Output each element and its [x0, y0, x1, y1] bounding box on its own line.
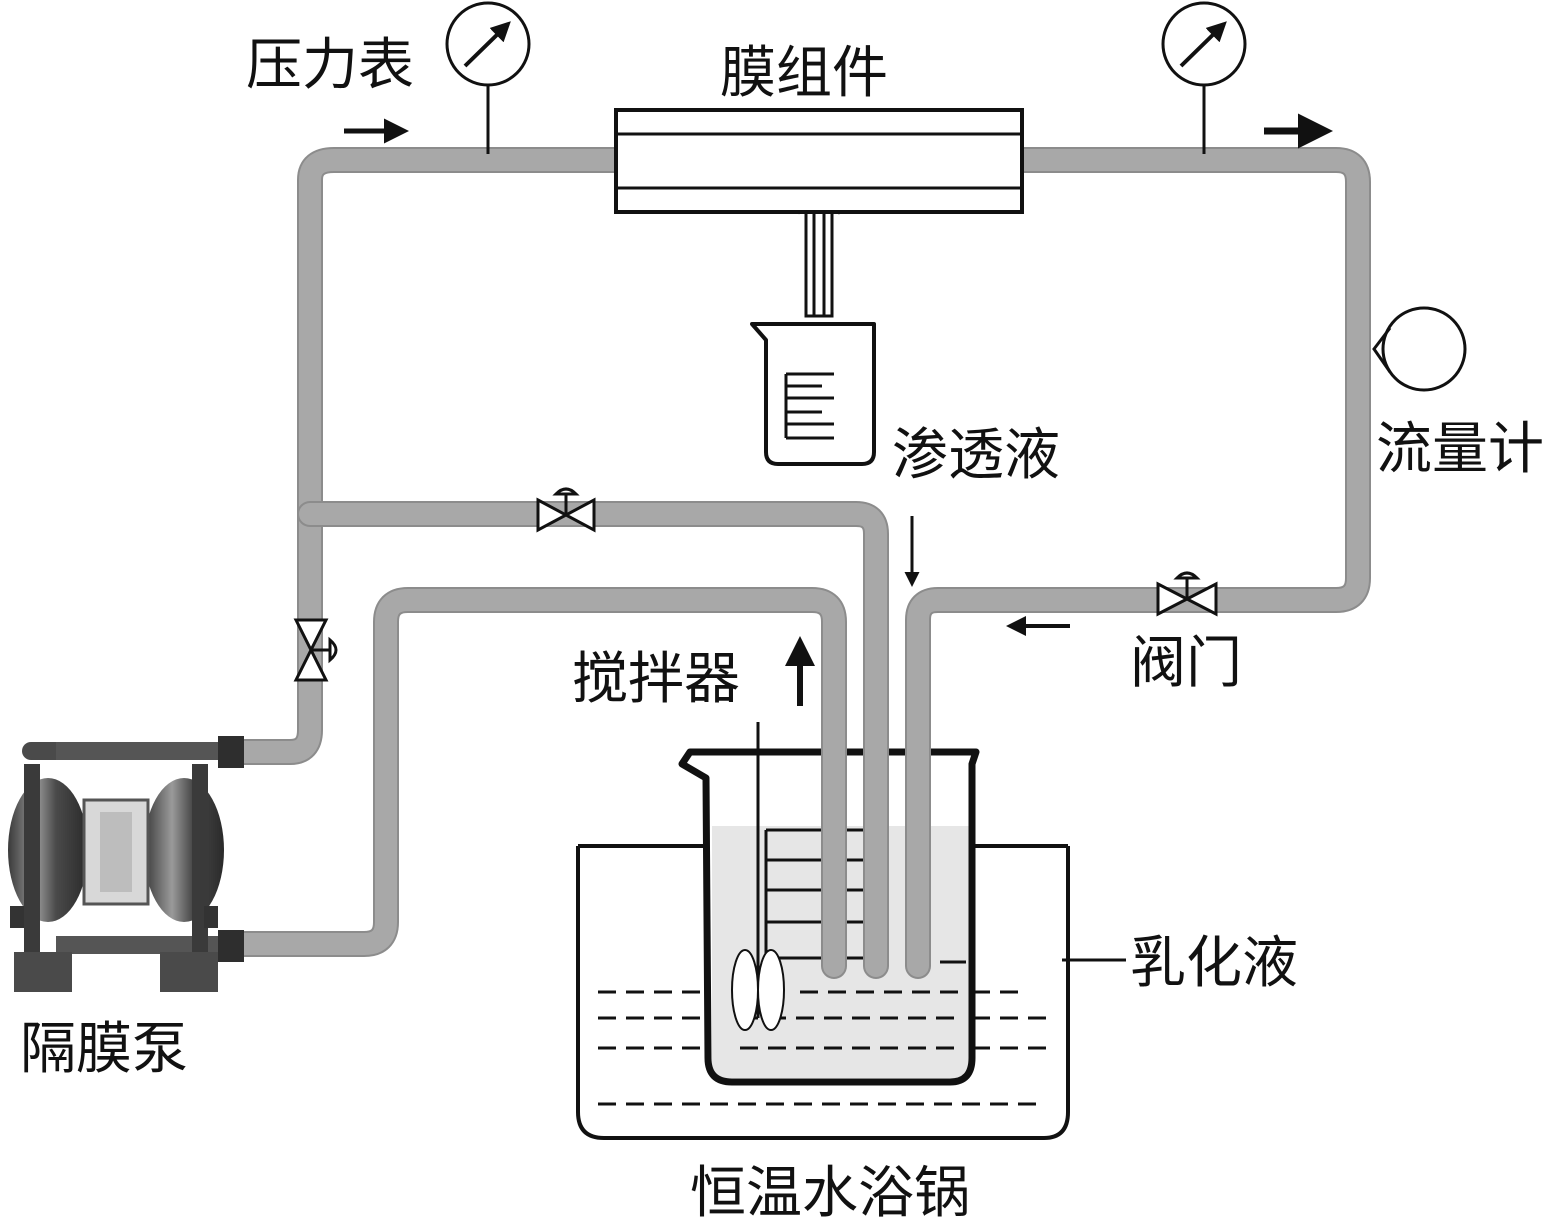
diaphragm-pump-icon — [8, 736, 244, 992]
water-bath-tank — [576, 844, 1070, 1140]
label-permeate: 渗透液 — [892, 423, 1060, 488]
beaker-graduations — [764, 828, 866, 960]
water-bath-water-lines — [598, 990, 1056, 1106]
valve-icon[interactable] — [1156, 571, 1218, 617]
label-water-bath: 恒温水浴锅 — [690, 1161, 970, 1226]
label-valve: 阀门 — [1130, 631, 1242, 696]
flowmeter-icon — [1372, 306, 1467, 392]
label-flowmeter: 流量计 — [1376, 417, 1544, 482]
pipe-network — [225, 147, 1371, 979]
label-pressure-gauge: 压力表 — [246, 33, 414, 98]
label-emulsion: 乳化液 — [1130, 931, 1298, 996]
valve-icon[interactable] — [293, 618, 338, 682]
membrane-module — [614, 108, 1024, 214]
permeate-beaker — [750, 322, 876, 466]
pressure-gauge-icon — [1161, 1, 1247, 154]
label-stirrer: 搅拌器 — [572, 647, 740, 712]
label-diaphragm-pump: 隔膜泵 — [20, 1017, 188, 1082]
label-membrane-module: 膜组件 — [720, 41, 888, 106]
pressure-gauge-icon — [445, 1, 531, 154]
valve-icon[interactable] — [536, 487, 596, 533]
stirrer-icon — [731, 722, 785, 1031]
